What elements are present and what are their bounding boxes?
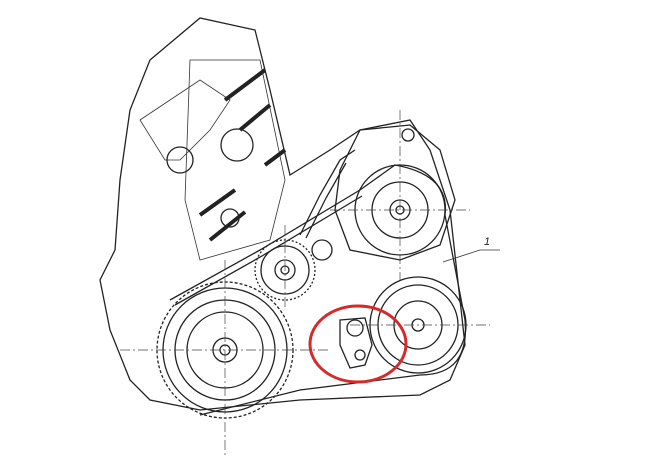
alternator <box>334 124 456 261</box>
cover-panel <box>184 59 286 261</box>
cover-boss <box>166 146 194 174</box>
adjuster-rod <box>299 149 356 236</box>
callout-label: 1 <box>484 236 491 248</box>
adjuster-rod <box>305 162 347 239</box>
drive-belt <box>169 164 467 416</box>
highlight-circle <box>308 304 408 384</box>
small-idler <box>311 239 333 261</box>
engine-block-outline <box>99 17 466 411</box>
bolt <box>220 208 240 228</box>
timing-cover-recess <box>139 79 231 161</box>
hatching <box>198 68 287 242</box>
callout-leader <box>442 249 500 263</box>
drive-belt-inner <box>174 195 363 306</box>
tensioner-bracket <box>339 317 373 369</box>
cover-boss <box>220 128 254 162</box>
